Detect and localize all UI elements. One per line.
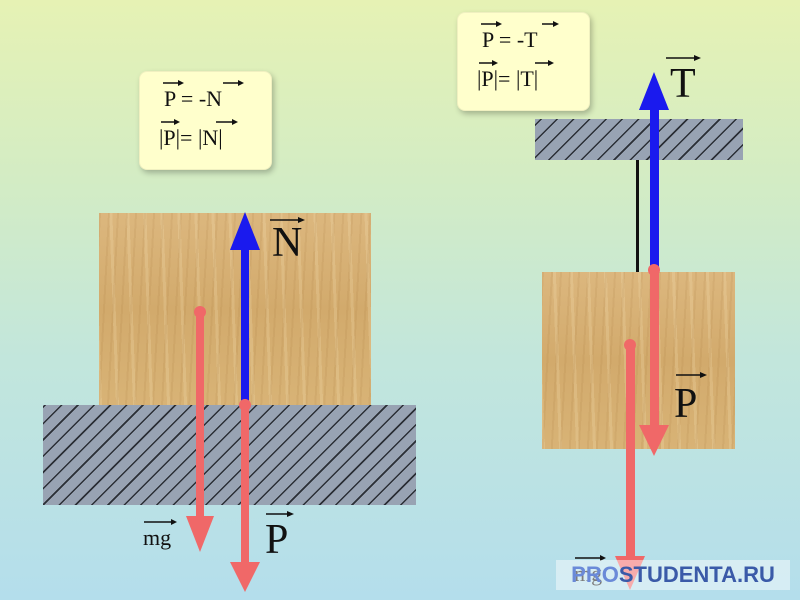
left-gravity-label: mg	[143, 525, 172, 550]
watermark: PROSTUDENTA.RU	[556, 560, 790, 590]
right-gravity-force-arrow	[615, 339, 645, 590]
left-weight-arrow	[230, 399, 260, 592]
left-magnitude-equation: |P|= |N|	[159, 125, 223, 150]
right-magnitude-equation: |P|= |T|	[477, 66, 539, 91]
right-weight-arrow	[639, 264, 669, 456]
left-equation: P = -N	[164, 86, 223, 111]
right-gravity-label: mg	[574, 561, 603, 586]
ceiling-surface	[535, 119, 743, 160]
right-weight-label: P	[674, 381, 698, 427]
watermark-prefix: PRO	[571, 562, 619, 587]
left-gravity-force-arrow	[186, 306, 214, 552]
vector-arrows-over-labels	[144, 21, 707, 561]
right-formula-box: P = -T |P|= |T|	[457, 12, 590, 111]
right-equation: P = -T	[482, 27, 538, 52]
right-wooden-block	[542, 272, 735, 449]
suspension-string	[636, 160, 639, 272]
left-formula-box: P = -N |P|= |N|	[139, 71, 272, 170]
normal-force-arrow	[230, 212, 260, 405]
tension-force-label: T	[670, 61, 696, 107]
left-weight-label: P	[265, 517, 289, 563]
table-surface	[43, 405, 416, 505]
watermark-domain: STUDENTA.RU	[618, 562, 775, 587]
tension-force-arrow	[639, 72, 669, 270]
normal-force-label: N	[272, 220, 303, 266]
